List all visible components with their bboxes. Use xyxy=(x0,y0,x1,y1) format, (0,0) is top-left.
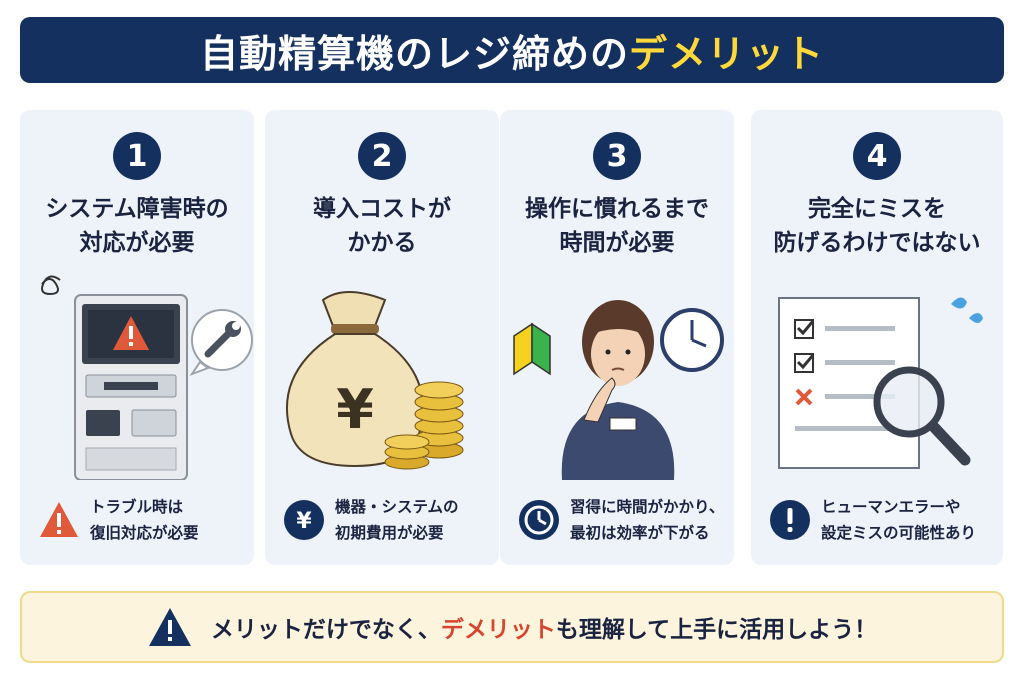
card-title: 導入コストが かかる xyxy=(265,192,499,260)
note-line1: 習得に時間がかかり、 xyxy=(570,498,725,516)
yen-icon-glyph: ¥ xyxy=(296,509,312,534)
footer-text: メリットだけでなく、デメリットも理解して上手に活用しよう！ xyxy=(211,610,877,644)
card-introduction-cost: 2 導入コストが かかる ¥ ¥ 機器・システムの 初期費用が必要 xyxy=(265,110,499,565)
card-title: 操作に慣れるまで 時間が必要 xyxy=(500,192,734,260)
checklist-magnifier-illustration xyxy=(778,297,983,469)
card-cannot-prevent-errors: 4 完全にミスを 防げるわけではない ヒューマンエラーや 設定 xyxy=(751,110,1003,565)
note-line2: 設定ミスの可能性あり xyxy=(821,524,977,542)
card-title-line2: 防げるわけではない xyxy=(773,230,981,256)
card-note: 習得に時間がかかり、 最初は効率が下がる xyxy=(518,490,724,550)
exclamation-icon xyxy=(770,500,810,540)
card-note: ¥ 機器・システムの 初期費用が必要 xyxy=(283,490,489,550)
footer-text-accent: デメリット xyxy=(440,617,556,643)
card-title: 完全にミスを 防げるわけではない xyxy=(751,192,1003,260)
card-number: 2 xyxy=(358,132,406,180)
footer-message: メリットだけでなく、デメリットも理解して上手に活用しよう！ xyxy=(20,591,1004,663)
sweat-drops-icon xyxy=(951,297,983,323)
warning-icon xyxy=(148,608,191,646)
note-line2: 初期費用が必要 xyxy=(335,524,444,542)
card-system-failure: 1 システム障害時の 対応が必要 トラブル時は 復旧対応が xyxy=(20,110,254,565)
card-number: 3 xyxy=(593,132,641,180)
note-line1: トラブル時は xyxy=(90,498,184,516)
footer-text-after: も理解して上手に活用しよう！ xyxy=(555,617,878,643)
title-accent: デメリット xyxy=(629,31,825,76)
card-title-line2: かかる xyxy=(347,230,417,256)
card-title-line2: 対応が必要 xyxy=(79,230,195,256)
note-line2: 最初は効率が下がる xyxy=(570,524,710,542)
footer-text-before: メリットだけでなく、 xyxy=(210,617,441,643)
beginner-mark-icon xyxy=(513,322,551,376)
clock-icon xyxy=(519,500,559,540)
note-line1: 機器・システムの xyxy=(335,498,459,516)
note-line2: 復旧対応が必要 xyxy=(90,524,199,542)
card-number: 4 xyxy=(853,132,901,180)
card-learning-time: 3 操作に慣れるまで 時間が必要 xyxy=(500,110,734,565)
card-title-line1: 導入コストが xyxy=(313,196,451,222)
card-title-line2: 時間が必要 xyxy=(559,230,675,256)
note-line1: ヒューマンエラーや xyxy=(821,498,961,516)
money-bag-illustration: ¥ xyxy=(286,291,464,470)
yen-symbol: ¥ xyxy=(336,378,374,441)
warning-icon xyxy=(40,502,78,537)
magnifier-icon xyxy=(873,366,971,466)
thinking-staff-illustration xyxy=(513,300,724,480)
wall-clock-icon xyxy=(660,308,724,372)
card-title-line1: システム障害時の xyxy=(45,196,229,222)
card-title-line1: 操作に慣れるまで xyxy=(525,196,709,222)
title-main: 自動精算機のレジ締めの xyxy=(199,31,629,76)
coin-stack xyxy=(384,381,464,470)
yen-icon: ¥ xyxy=(284,500,324,540)
broken-kiosk-illustration xyxy=(41,275,253,480)
card-title: システム障害時の 対応が必要 xyxy=(20,192,254,260)
title-banner: 自動精算機のレジ締めのデメリット xyxy=(20,17,1004,83)
card-note: トラブル時は 復旧対応が必要 xyxy=(38,490,244,550)
card-number: 1 xyxy=(113,132,161,180)
card-note: ヒューマンエラーや 設定ミスの可能性あり xyxy=(769,490,993,550)
card-title-line1: 完全にミスを xyxy=(808,196,946,222)
